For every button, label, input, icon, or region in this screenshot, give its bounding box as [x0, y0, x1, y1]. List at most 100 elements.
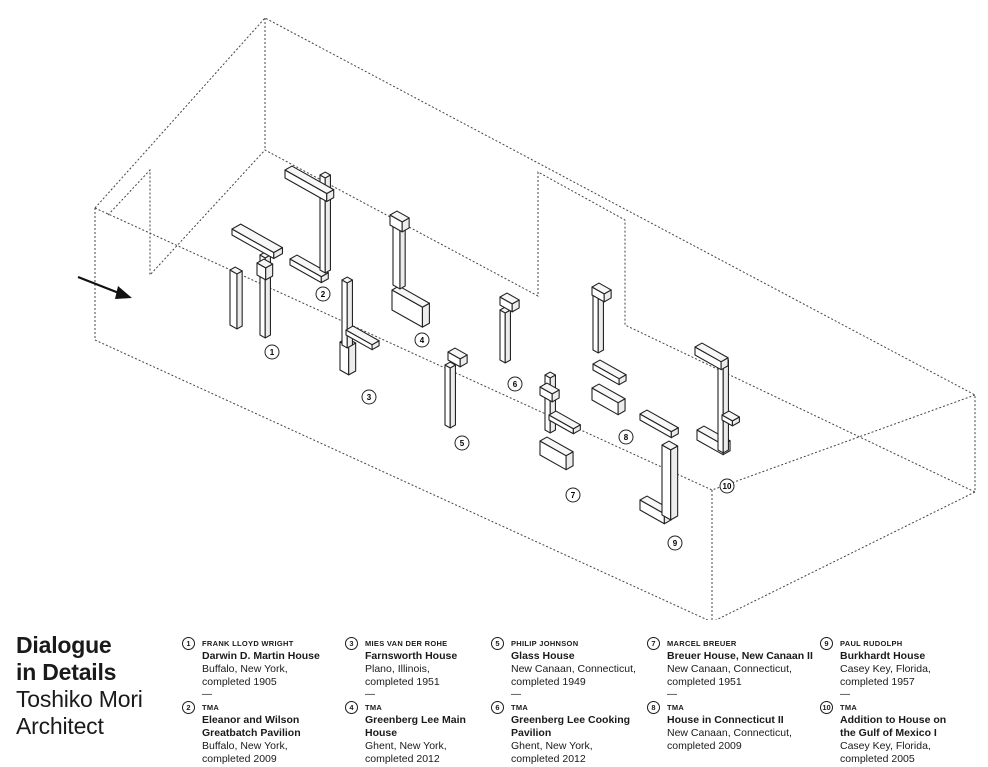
detail-column	[717, 356, 729, 454]
legend-separator: —	[667, 689, 677, 700]
detail-base	[391, 285, 430, 328]
legend-architect: TMA	[365, 703, 383, 712]
detail-marker-circle	[361, 389, 377, 405]
detail-base	[539, 436, 574, 471]
legend-separator: —	[365, 689, 375, 700]
legend-architect: TMA	[202, 703, 220, 712]
legend-architect: TMA	[511, 703, 529, 712]
detail-roof-slab	[284, 165, 335, 203]
exhibition-title: Dialogue in Details Toshiko Mori Archite…	[16, 632, 143, 740]
legend-separator: —	[511, 689, 521, 700]
legend-number-badge: 7	[647, 637, 660, 650]
legend-house-name: Greenberg Lee Main House	[365, 714, 466, 739]
detail-marker-number: 9	[673, 539, 678, 548]
legend-number-badge: 4	[345, 701, 358, 714]
legend-completed: completed 1905	[202, 676, 277, 688]
detail-cap	[389, 210, 410, 233]
detail-floor-slab	[592, 359, 627, 386]
detail-column	[444, 361, 456, 429]
detail-beam	[256, 258, 274, 281]
legend-architect: MARCEL BREUER	[667, 639, 737, 648]
legend-completed: completed 1949	[511, 676, 586, 688]
legend-place: Ghent, New York,	[365, 740, 447, 752]
legend-column: 1 FRANK LLOYD WRIGHT Darwin D. Martin Hous…	[182, 637, 352, 766]
detail-marker-number: 8	[624, 433, 629, 442]
legend-place: New Canaan, Connecticut,	[667, 727, 792, 739]
detail-marker-number: 7	[571, 491, 576, 500]
detail-cap	[499, 292, 520, 313]
legend-entry: 1 FRANK LLOYD WRIGHT Darwin D. Martin Hous…	[182, 637, 352, 689]
legend-place: New Canaan, Connecticut,	[667, 663, 792, 675]
entry-arrow	[77, 275, 132, 299]
detail-roof-slab	[639, 409, 679, 439]
legend-completed: completed 1957	[840, 676, 915, 688]
detail-marker-number: 1	[270, 348, 275, 357]
gallery-outline	[94, 17, 976, 620]
legend-place: Casey Key, Florida,	[840, 740, 931, 752]
detail-marker-number: 5	[460, 439, 465, 448]
legend-house-name: Addition to House on the Gulf of Mexico …	[840, 714, 947, 739]
legend-completed: completed 1951	[365, 676, 440, 688]
title-line-4: Architect	[16, 713, 104, 739]
legend-house-name: House in Connecticut II	[667, 714, 784, 726]
detail-column	[661, 440, 679, 521]
legend-place: New Canaan, Connecticut,	[511, 663, 636, 675]
legend-house-name: Darwin D. Martin House	[202, 650, 320, 662]
title-line-1: Dialogue	[16, 632, 112, 658]
legend-house-name: Greenberg Lee Cooking Pavilion	[511, 714, 631, 739]
detail-column	[499, 306, 511, 364]
legend-place: Plano, Illinois,	[365, 663, 430, 675]
detail-floor-slab	[548, 410, 581, 435]
legend-completed: completed 2012	[365, 753, 440, 765]
detail-marker-circle	[454, 435, 470, 451]
legend-place: Buffalo, New York,	[202, 740, 288, 752]
legend-completed: completed 2012	[511, 753, 586, 765]
legend-architect: TMA	[667, 703, 685, 712]
legend-number-badge: 6	[491, 701, 504, 714]
legend-place: Ghent, New York,	[511, 740, 593, 752]
legend-architect: TMA	[840, 703, 858, 712]
legend-number-badge: 3	[345, 637, 358, 650]
detail-marker-number: 10	[723, 482, 732, 491]
legend-number-badge: 8	[647, 701, 660, 714]
detail-marker-circle	[565, 487, 581, 503]
detail-marker-circle	[315, 286, 331, 302]
legend-completed: completed 1951	[667, 676, 742, 688]
detail-marker-circle	[264, 344, 280, 360]
legend-place: Casey Key, Florida,	[840, 663, 931, 675]
legend-house-name: Eleanor and Wilson Greatbatch Pavilion	[202, 714, 301, 739]
legend-number-badge: 10	[820, 701, 833, 714]
detail-cap	[539, 382, 560, 403]
detail-marker-circle	[719, 478, 735, 494]
legend-architect: PAUL RUDOLPH	[840, 639, 903, 648]
legend-completed: completed 2009	[667, 740, 742, 752]
legend-entry: 10 TMA Addition to House on the Gulf of Me…	[820, 701, 988, 766]
detail-marker-number: 3	[367, 393, 372, 402]
legend-architect: FRANK LLOYD WRIGHT	[202, 639, 294, 648]
legend-architect: MIES VAN DER ROHE	[365, 639, 448, 648]
legend-completed: completed 2009	[202, 753, 277, 765]
detail-marker-circle	[507, 376, 523, 392]
detail-marker-number: 6	[513, 380, 518, 389]
detail-shelf	[721, 410, 740, 427]
legend-separator: —	[202, 689, 212, 700]
legend-number-badge: 5	[491, 637, 504, 650]
legend-number-badge: 1	[182, 637, 195, 650]
detail-slab	[229, 266, 243, 330]
detail-roof-slab	[231, 223, 284, 260]
detail-cap	[591, 282, 612, 303]
legend-architect: PHILIP JOHNSON	[511, 639, 579, 648]
detail-marker-circle	[618, 429, 634, 445]
